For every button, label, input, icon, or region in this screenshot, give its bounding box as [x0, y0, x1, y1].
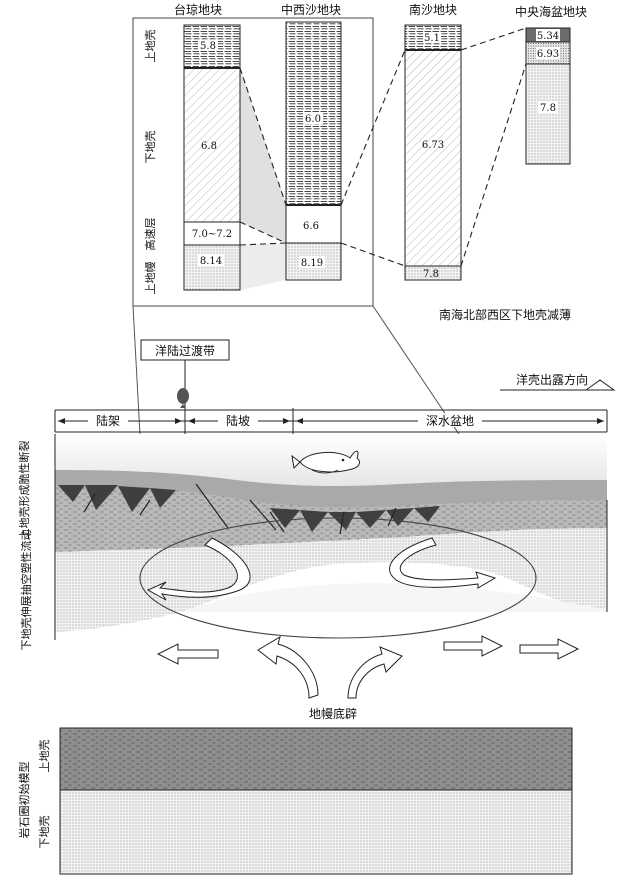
side-label-upper-brittle: 上地壳形成脆性断裂 [17, 441, 31, 540]
sediment-layer [55, 470, 607, 526]
zone-slope: 陆坡 [226, 413, 250, 428]
column-title-taiqiong: 台琼地块 [174, 2, 222, 17]
zone-basin: 深水盆地 [426, 414, 474, 428]
lower-crust-ductile [55, 528, 607, 632]
layer-label-high-velocity: 高速层 [143, 218, 157, 251]
ocean-crust-direction: 洋壳出露方向 [516, 372, 588, 387]
value-tq-high: 7.0~7.2 [192, 229, 232, 240]
thinning-wedge [240, 68, 286, 243]
initial-upper-crust [59, 727, 573, 791]
column-nansha [404, 24, 462, 281]
inset-frame [132, 17, 374, 307]
value-tq-mantle: 8.14 [200, 256, 222, 267]
column-zhongxisha [285, 21, 342, 281]
zone-bar [54, 408, 608, 434]
initial-model-title: 岩石圈初始模型 [17, 762, 31, 839]
ductile-flow-arrows [146, 537, 497, 601]
whale-icon [291, 450, 361, 474]
mantle-upwelling-arrows [156, 635, 580, 699]
layer-label-upper-crust: 上地壳 [143, 30, 157, 63]
value-zx-high: 6.6 [303, 221, 319, 232]
transition-label: 洋陆过渡带 [155, 343, 215, 358]
layer-label-lower-crust: 下地壳 [143, 131, 157, 164]
value-zy-1: 5.34 [537, 31, 559, 42]
value-zy-3: 7.8 [540, 103, 556, 114]
value-zy-2: 6.93 [537, 49, 559, 60]
value-ns-lower: 6.73 [422, 140, 444, 151]
column-title-zhongxisha: 中西沙地块 [281, 2, 341, 17]
side-label-upper-brittle-text: 上地壳形成脆性断裂 [17, 441, 31, 540]
mantle-upwelling-label: 地幔底辟 [309, 706, 357, 721]
caption-lower-crust-thinning: 南海北部西区下地壳减薄 [439, 307, 571, 322]
column-title-zhongyang: 中央海盆地块 [515, 4, 587, 19]
correlation-lines [239, 27, 527, 267]
value-tq-upper: 5.8 [200, 41, 216, 52]
side-label-lower-ductile: 下地壳伸展抽空塑性流动 [19, 530, 33, 651]
zone-shelf: 陆架 [96, 413, 120, 428]
side-label-lower-ductile-text: 下地壳伸展抽空塑性流动 [19, 530, 33, 651]
mantle-wedge [240, 243, 286, 290]
initial-upper-label: 上地壳 [37, 740, 51, 773]
zone-arrowheads [58, 418, 604, 424]
fault-lines [83, 483, 397, 535]
value-ns-upper: 5.1 [424, 33, 440, 44]
value-zx-upper: 6.0 [305, 114, 321, 125]
direction-arrow-icon [584, 379, 616, 391]
initial-lower-label: 下地壳 [37, 816, 51, 849]
deformation-ellipse [139, 517, 537, 639]
column-title-nansha: 南沙地块 [409, 2, 457, 17]
value-zx-mantle: 8.19 [301, 258, 323, 269]
initial-lower-crust [59, 789, 573, 875]
value-tq-lower: 6.8 [201, 141, 217, 152]
pin-icon [177, 388, 189, 408]
layer-label-upper-mantle: 上地幔 [144, 262, 157, 295]
value-ns-mantle: 7.8 [423, 269, 439, 280]
column-taiqiong [183, 24, 241, 291]
